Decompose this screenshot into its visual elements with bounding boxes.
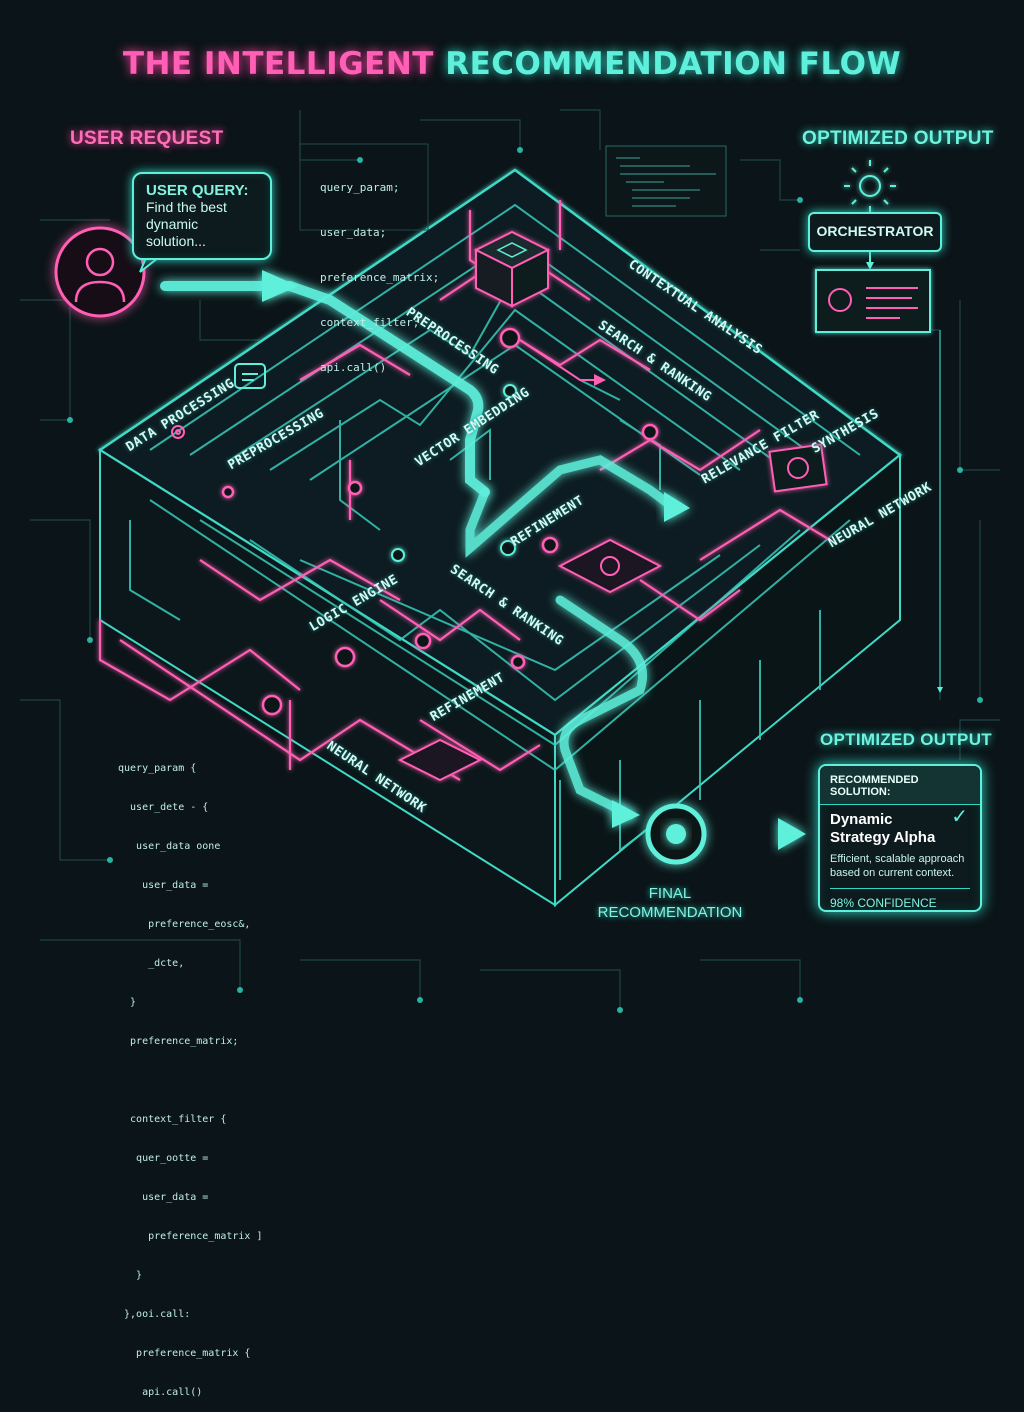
optimized-output-top-label: OPTIMIZED OUTPUT bbox=[802, 128, 994, 149]
main-flow-path bbox=[160, 281, 490, 497]
user-avatar-icon bbox=[54, 226, 146, 318]
flow-arrow-2 bbox=[664, 492, 690, 522]
recommended-solution-card[interactable]: RECOMMENDED SOLUTION: ✓ Dynamic Strategy… bbox=[818, 764, 982, 912]
confidence-badge: 98% CONFIDENCE bbox=[830, 888, 970, 910]
optimized-output-bottom-label: OPTIMIZED OUTPUT bbox=[820, 730, 992, 749]
maze-platform bbox=[97, 168, 903, 908]
user-query-bubble: USER QUERY: Find the best dynamic soluti… bbox=[132, 172, 272, 260]
orchestrator-gear-icon bbox=[844, 160, 896, 212]
teal-nodes bbox=[391, 384, 517, 562]
flow-arrow-3 bbox=[612, 800, 640, 828]
background-nodes bbox=[67, 147, 983, 1013]
final-node-core bbox=[666, 824, 686, 844]
check-icon: ✓ bbox=[951, 804, 968, 828]
flow-arrow-1 bbox=[262, 270, 298, 302]
card-header: RECOMMENDED SOLUTION: bbox=[820, 766, 980, 805]
final-recommendation-label: FINAL RECOMMENDATION bbox=[597, 885, 743, 921]
user-query-heading: USER QUERY: bbox=[146, 182, 249, 199]
flow-path-segment-3 bbox=[555, 595, 647, 820]
orchestrator-box: ORCHESTRATOR bbox=[808, 212, 942, 252]
central-chip-icon bbox=[557, 538, 663, 594]
message-icon bbox=[234, 363, 266, 389]
solution-desc-line-2: based on current context. bbox=[830, 867, 955, 879]
page-title: THE INTELLIGENT RECOMMENDATION FLOW bbox=[0, 46, 1024, 82]
title-part-1: THE INTELLIGENT bbox=[122, 46, 434, 82]
solution-name-line-2: Strategy Alpha bbox=[830, 829, 936, 846]
user-query-line-1: Find the best bbox=[146, 199, 227, 215]
background-circuit-traces bbox=[20, 109, 1000, 1010]
user-request-label: USER REQUEST bbox=[70, 128, 224, 149]
cube-chip-icon bbox=[473, 230, 551, 308]
code-snippet-top: query_param; user_data; preference_matri… bbox=[320, 181, 440, 374]
solution-desc-line-1: Efficient, scalable approach bbox=[830, 853, 965, 865]
bottom-chip bbox=[397, 738, 483, 782]
title-part-2: RECOMMENDATION FLOW bbox=[445, 46, 902, 82]
user-query-line-2: dynamic solution... bbox=[146, 216, 206, 249]
pink-nodes bbox=[221, 327, 659, 716]
gear-icon bbox=[171, 425, 185, 439]
orchestrator-monitor bbox=[815, 269, 931, 333]
tiny-code-lines bbox=[616, 157, 716, 207]
right-brain-chip bbox=[768, 443, 828, 493]
solution-name-line-1: Dynamic bbox=[830, 811, 893, 828]
flow-path-segment-2 bbox=[465, 455, 675, 558]
code-snippet-bottom: query_param { user_dete - { user_data oo… bbox=[118, 763, 263, 1398]
flow-diagram bbox=[20, 109, 1000, 1013]
